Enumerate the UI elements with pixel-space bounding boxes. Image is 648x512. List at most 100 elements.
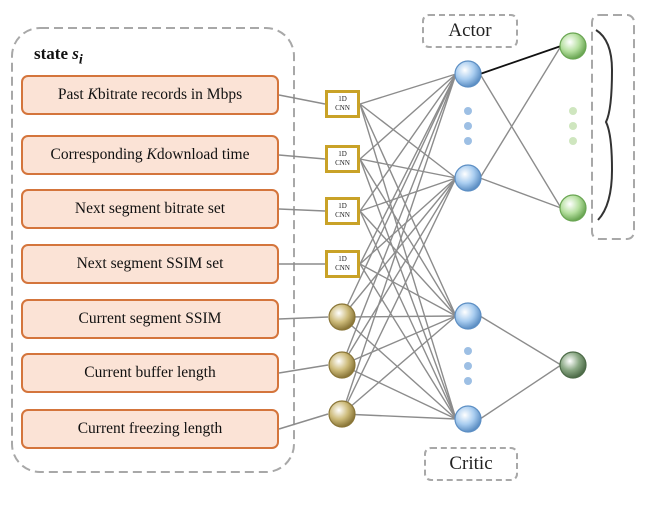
edge-layer1-hidden: [359, 177, 457, 212]
scalar-input-node: [328, 351, 356, 379]
ellipsis-dot: [464, 137, 472, 145]
actor-output-box: [591, 14, 635, 240]
ellipsis-dot: [569, 122, 577, 130]
edge-layer1-hidden: [341, 177, 457, 366]
critic-output-node: [559, 351, 587, 379]
ellipsis-dot: [464, 377, 472, 385]
input-text-pre: Past: [57, 86, 84, 103]
input-arrow: [278, 364, 329, 374]
input-text: Next segment bitrate set: [74, 200, 226, 217]
edge-layer1-hidden: [359, 210, 457, 420]
edge-layer1-hidden: [359, 73, 457, 212]
edge-layer1-hidden: [341, 73, 457, 415]
scalar-input-node: [328, 400, 356, 428]
actor-output-node: [559, 194, 587, 222]
input-text: Current freezing length: [77, 420, 223, 437]
edge-layer1-hidden: [341, 73, 457, 366]
edge-hidden-actor: [479, 177, 562, 209]
cnn-label-cnn: CNN: [335, 211, 350, 219]
edge-hidden-critic: [479, 364, 562, 420]
hidden-node: [454, 302, 482, 330]
edge-layer1-hidden: [341, 316, 457, 420]
input-text-var: K: [87, 86, 98, 103]
cnn-label-1d: 1D: [338, 150, 347, 158]
actor-label: Actor: [422, 14, 518, 48]
state-label: state si: [34, 44, 83, 68]
input-freezing-length: Current freezing length: [21, 409, 279, 449]
state-label-sub: i: [78, 51, 83, 68]
input-arrows: [278, 94, 329, 430]
input-text: Current buffer length: [84, 364, 216, 381]
edge-layer1-hidden: [359, 103, 457, 317]
input-arrow: [278, 316, 329, 320]
ellipsis-dot: [464, 362, 472, 370]
edge-layer1-hidden: [341, 177, 457, 415]
input-buffer-length: Current buffer length: [21, 353, 279, 393]
input-next-bitrate-set: Next segment bitrate set: [21, 189, 279, 229]
input-text: Current segment SSIM: [78, 310, 222, 327]
cnn-label-cnn: CNN: [335, 159, 350, 167]
edge-layer1-hidden: [359, 103, 457, 420]
state-container: [11, 27, 295, 473]
state-label-text: state: [34, 44, 68, 63]
hidden-node: [454, 164, 482, 192]
critic-label: Critic: [424, 447, 518, 481]
ellipsis-dot: [464, 347, 472, 355]
ellipsis-dot: [464, 122, 472, 130]
edge-layer1-hidden: [359, 73, 457, 105]
edge-layer1-hidden: [359, 263, 457, 317]
cnn-label-cnn: CNN: [335, 264, 350, 272]
state-label-var: s: [72, 44, 79, 63]
network-edges: [341, 45, 562, 420]
edge-layer1-hidden: [359, 210, 457, 317]
input-text-post: download time: [156, 146, 250, 163]
scalar-input-node: [328, 303, 356, 331]
edge-layer1-hidden: [341, 315, 457, 318]
edge-layer1-hidden: [341, 413, 457, 420]
edge-layer1-hidden: [359, 103, 457, 179]
edge-layer1-hidden: [359, 177, 457, 265]
ellipsis-dot: [569, 137, 577, 145]
input-next-ssim-set: Next segment SSIM set: [21, 244, 279, 284]
actor-label-text: Actor: [448, 20, 492, 41]
input-past-bitrate: Past K bitrate records in Mbps: [21, 75, 279, 115]
input-text: Next segment SSIM set: [76, 255, 224, 272]
edge-layer1-hidden: [341, 177, 457, 318]
edge-layer1-hidden: [359, 73, 457, 265]
actor-output-node: [559, 32, 587, 60]
hidden-node: [454, 405, 482, 433]
input-text-pre: Corresponding: [50, 146, 143, 163]
input-arrow: [278, 94, 326, 105]
edge-layer1-hidden: [341, 73, 457, 318]
edge-hidden-actor: [479, 45, 562, 75]
input-arrow: [278, 413, 329, 430]
cnn-label-cnn: CNN: [335, 104, 350, 112]
edge-hidden-actor: [479, 73, 562, 209]
curly-brace: [595, 29, 614, 221]
input-arrow: [278, 154, 326, 160]
input-text-var: K: [146, 146, 157, 163]
edge-layer1-hidden: [359, 158, 457, 420]
input-text-post: bitrate records in Mbps: [97, 86, 243, 103]
edge-hidden-critic: [479, 315, 562, 366]
edge-layer1-hidden: [341, 315, 457, 415]
input-current-ssim: Current segment SSIM: [21, 299, 279, 339]
edge-layer1-hidden: [359, 263, 457, 420]
edge-layer1-hidden: [359, 73, 457, 160]
cnn-label-1d: 1D: [338, 202, 347, 210]
network-nodes: [328, 32, 587, 433]
critic-label-text: Critic: [449, 453, 493, 474]
hidden-node: [454, 60, 482, 88]
ellipsis-dot: [569, 107, 577, 115]
input-arrow: [278, 208, 326, 212]
input-download-time: Corresponding K download time: [21, 135, 279, 175]
ellipsis-dot: [464, 107, 472, 115]
edge-hidden-actor: [479, 45, 562, 179]
edge-layer1-hidden: [341, 315, 457, 366]
cnn-label-1d: 1D: [338, 95, 347, 103]
